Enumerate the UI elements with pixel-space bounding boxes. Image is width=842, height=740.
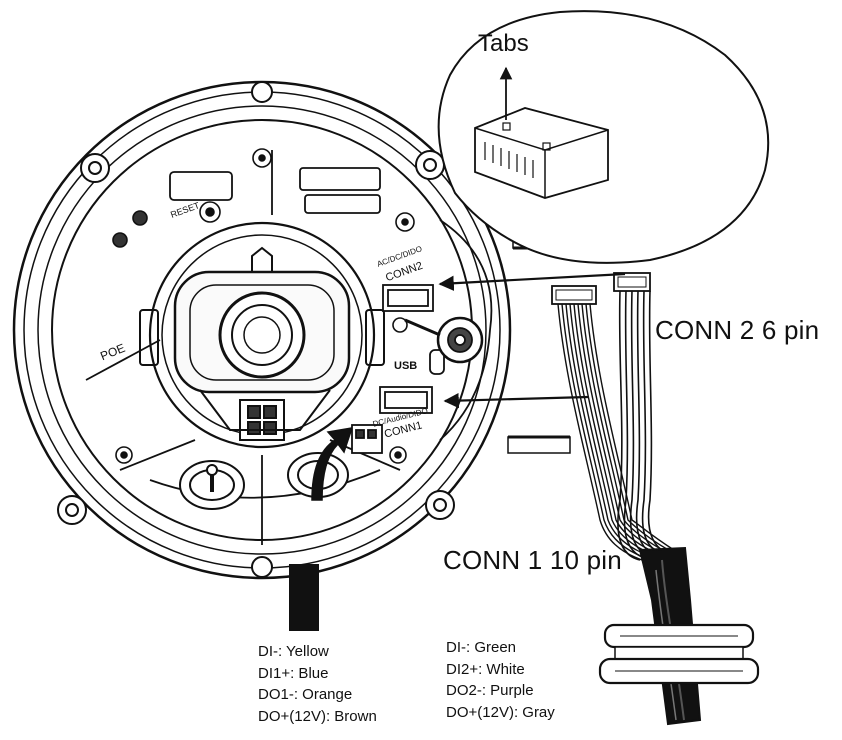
- legend-item: DI-: Yellow: [258, 643, 329, 660]
- conn2-callout: CONN 2 6 pin: [655, 315, 820, 345]
- screws: [112, 148, 415, 464]
- tabs-magnifier: [437, 10, 770, 264]
- tabs-callout: Tabs: [478, 30, 529, 57]
- usb-mark: USB: [394, 360, 418, 372]
- legend-item: DO2-: Purple: [446, 682, 534, 699]
- legend-item: DO1-: Orange: [258, 686, 353, 703]
- conn1-wire-legend: DI-: Yellow DI1+: Blue DO1-: Orange DO+(…: [258, 641, 377, 727]
- housing-cable: [289, 564, 319, 631]
- main-cable: [598, 546, 760, 726]
- conn2-wire-legend: DI-: Green DI2+: White DO2-: Purple DO+(…: [446, 637, 555, 723]
- legend-item: DI1+: Blue: [258, 664, 329, 682]
- legend-item: DI2+: White: [446, 660, 525, 678]
- side-tabs: [507, 231, 576, 454]
- inner-partitions: [85, 150, 401, 545]
- legend-item: DI-: Green: [446, 639, 517, 656]
- conn1-harness: [551, 285, 675, 561]
- legend-item: DO+(12V): Gray: [446, 703, 555, 721]
- board-connectors: [351, 219, 493, 454]
- conn1-pointer-arrow: [443, 392, 589, 409]
- lens-module: [139, 221, 385, 449]
- conn1-callout: CONN 1 10 pin: [443, 545, 622, 575]
- legend-item: DO+(12V): Brown: [258, 707, 377, 725]
- conn2-pointer-arrow: [438, 272, 626, 291]
